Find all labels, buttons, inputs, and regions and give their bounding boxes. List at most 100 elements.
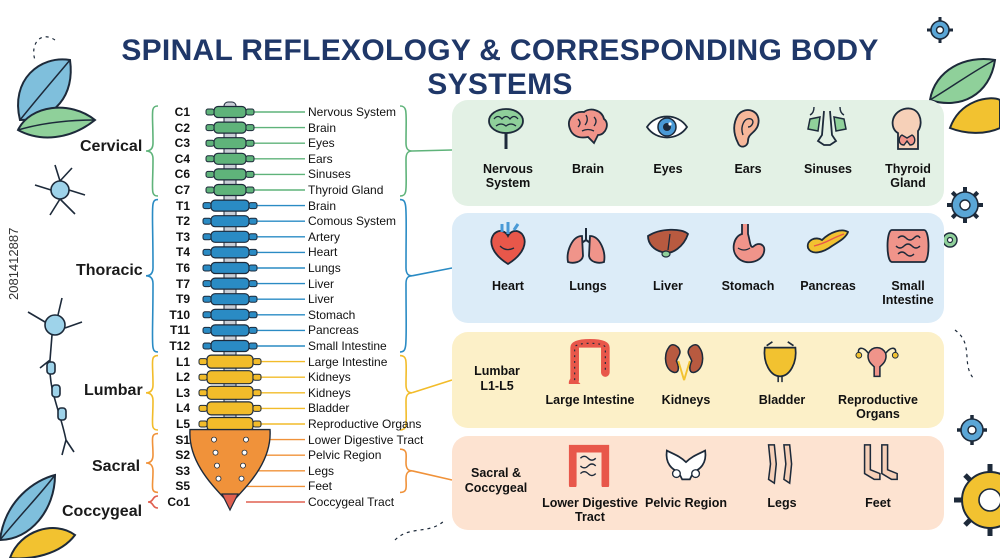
vertebra-code: C1 xyxy=(174,105,190,119)
lower-digestive-icon-wrap xyxy=(540,441,640,492)
thyroid-icon xyxy=(891,107,922,150)
vertebra-code: S1 xyxy=(175,432,190,447)
vertebra-T2 xyxy=(202,215,258,228)
organ-pancreas: Pancreas xyxy=(790,222,866,293)
panel-connector-lumbar xyxy=(411,379,453,394)
vertebra-code: S5 xyxy=(175,479,190,494)
ear-icon xyxy=(733,109,760,148)
panel-label-lumbar-line2: L1-L5 xyxy=(480,379,514,393)
eye-icon xyxy=(645,115,689,139)
vertebra-C6 xyxy=(205,168,255,181)
vertebra-C1 xyxy=(205,105,255,119)
organ-caption: Lungs xyxy=(550,279,626,293)
sinuses-icon-wrap xyxy=(790,105,866,158)
gear-icon xyxy=(954,464,1000,536)
panel-thoracic xyxy=(452,213,944,323)
vertebra-code: T6 xyxy=(175,261,190,275)
vertebra-code: T4 xyxy=(175,245,190,260)
vertebra-system-label: Stomach xyxy=(308,307,356,322)
eye-icon-wrap xyxy=(630,105,706,158)
vertebra-system-label: Ears xyxy=(308,151,333,166)
feet-icon-wrap xyxy=(828,441,928,492)
pancreas-icon xyxy=(806,229,850,254)
vertebra-system-label: Nervous System xyxy=(308,105,397,119)
thyroid-icon-wrap xyxy=(870,105,946,158)
vertebra-T1 xyxy=(202,199,258,212)
organ-caption: Ears xyxy=(710,162,786,176)
organ-caption-line1: Bladder xyxy=(758,393,806,407)
lower-digestive-icon xyxy=(568,444,610,489)
panel-label-sacral: Sacral & Coccygeal xyxy=(456,466,536,496)
ear-icon-wrap xyxy=(710,105,786,158)
vertebra-T11 xyxy=(202,324,258,337)
vertebra-system-label: Comous System xyxy=(308,214,397,229)
organ-caption-line1: Thyroid xyxy=(885,162,931,176)
organ-caption-line1: Pelvic Region xyxy=(645,496,727,510)
organ-caption-line2: Tract xyxy=(575,510,605,524)
panel-label-sacral-line2: Coccygeal xyxy=(464,481,528,495)
uterus-icon xyxy=(855,346,899,378)
gear-icon xyxy=(947,187,983,223)
organ-pelvis: Pelvic Region xyxy=(636,441,736,510)
vertebra-L3 xyxy=(198,385,262,400)
pelvis-icon-wrap xyxy=(636,441,736,492)
panel-sacral xyxy=(452,436,944,530)
vertebra-T3 xyxy=(202,230,258,243)
panel-connector-cervical xyxy=(411,149,453,152)
vertebra-T4 xyxy=(202,246,258,259)
organ-caption-line1: Kidneys xyxy=(661,393,711,407)
vertebra-system-label: Lungs xyxy=(308,261,341,275)
bladder-icon-wrap xyxy=(732,338,832,389)
vertebra-code: T1 xyxy=(175,198,190,213)
vertebra-system-label: Sinuses xyxy=(308,167,351,182)
organ-caption: Pancreas xyxy=(790,279,866,293)
small-intestine-icon-wrap xyxy=(870,222,946,275)
lungs-icon xyxy=(566,228,606,264)
coccyx xyxy=(221,493,239,512)
stomach-icon-wrap xyxy=(710,222,786,275)
vertebra-code: L2 xyxy=(175,370,190,385)
vertebra-T7 xyxy=(202,277,258,290)
vertebra-L4 xyxy=(198,401,262,416)
organ-caption: Legs xyxy=(732,496,832,510)
panel-cervical xyxy=(452,100,944,206)
vertebra-system-label: Heart xyxy=(308,245,338,260)
dashed-curve xyxy=(954,329,976,381)
neuron-icon xyxy=(34,164,86,216)
organ-caption: Heart xyxy=(470,279,546,293)
vertebra-T9 xyxy=(202,293,258,306)
vertebra-code: S2 xyxy=(175,448,190,463)
organ-caption: Large Intestine xyxy=(540,393,640,407)
vertebra-C7 xyxy=(205,183,255,197)
region-label-lumbar: Lumbar xyxy=(84,382,143,399)
region-bracket-left-coccygeal xyxy=(147,495,159,509)
organ-bladder: Bladder xyxy=(732,338,832,407)
vertebra-system-label: Feet xyxy=(308,479,333,494)
vertebra-code: L5 xyxy=(175,417,190,431)
organ-feet: Feet xyxy=(828,441,928,510)
organ-large-intestine: Large Intestine xyxy=(540,338,640,407)
vertebra-system-label: Kidneys xyxy=(308,370,351,385)
vertebra-system-label: Reproductive Organs xyxy=(308,417,422,431)
organ-caption-line1: Lungs xyxy=(569,279,607,293)
panel-connector-sacral xyxy=(411,470,453,481)
neuron-axon-icon xyxy=(27,297,83,456)
pelvis-icon xyxy=(665,449,707,481)
vertebra-system-label: Coccygeal Tract xyxy=(308,495,395,509)
vertebra-T12 xyxy=(202,339,258,353)
vertebra-C3 xyxy=(205,137,255,150)
heart-icon xyxy=(490,222,526,266)
region-label-sacral: Sacral xyxy=(92,458,141,475)
region-bracket-left-thoracic xyxy=(145,198,159,353)
organ-caption-line1: Large Intestine xyxy=(545,393,635,407)
organ-caption-line1: Liver xyxy=(653,279,683,293)
organ-caption-line2: Gland xyxy=(890,176,926,190)
brain-icon-wrap xyxy=(550,105,626,158)
organ-caption-line1: Eyes xyxy=(653,162,683,176)
